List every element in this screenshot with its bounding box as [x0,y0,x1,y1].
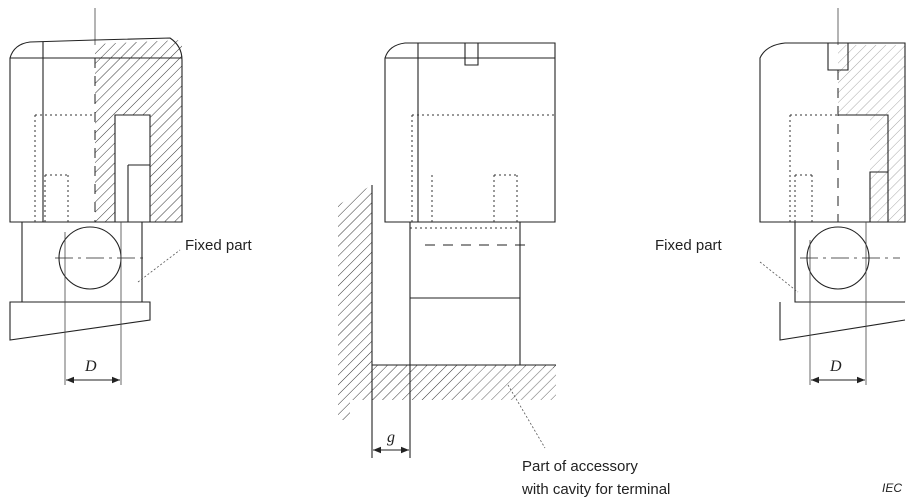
fixed-part-label-right: Fixed part [655,237,723,254]
fixed-part-label-left: Fixed part [185,237,253,254]
accessory-label-line2: with cavity for terminal [521,481,670,498]
right-terminal-figure [759,8,906,385]
source-label: IEC [882,481,902,495]
middle-terminal-figure [338,42,556,458]
left-terminal-figure [9,8,183,385]
dimension-d-right: D [829,358,842,375]
dimension-d-left: D [84,358,97,375]
accessory-label-line1: Part of accessory [522,458,638,475]
dimension-g: g [387,429,395,446]
